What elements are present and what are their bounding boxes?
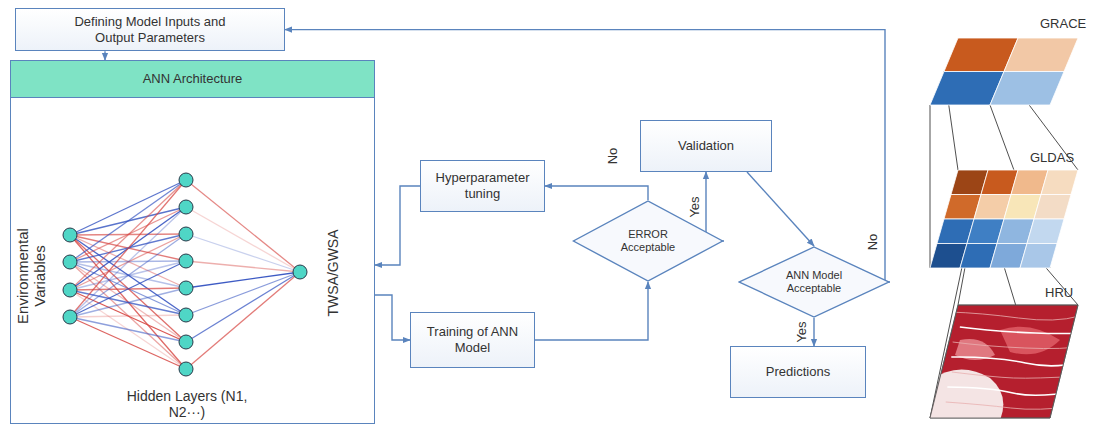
box-text: Training of ANN Model xyxy=(420,324,525,355)
flow-arrow xyxy=(706,172,724,241)
panel-title: ANN Architecture xyxy=(143,71,243,87)
network-link xyxy=(70,180,186,235)
network-link xyxy=(186,272,300,315)
network-link xyxy=(186,234,300,272)
network-link xyxy=(70,180,186,262)
network-link xyxy=(70,317,186,369)
edge-label: No xyxy=(605,147,620,166)
network-illustration xyxy=(63,173,307,376)
flow-arrow xyxy=(375,295,410,340)
decision-text: ANN Model Acceptable xyxy=(778,269,850,295)
box-text: Hyperparameter tuning xyxy=(430,170,535,201)
neuron xyxy=(63,310,77,324)
network-link xyxy=(186,272,300,342)
flow-arrow xyxy=(747,172,814,246)
flow-arrow xyxy=(535,282,648,340)
edge-label: Yes xyxy=(794,320,809,343)
process-box: Training of ANN Model xyxy=(410,312,535,368)
layer-name: HRU xyxy=(1045,285,1073,300)
output-label: TWSA/GWSA xyxy=(325,213,341,333)
network-link xyxy=(186,272,300,369)
flow-arrow xyxy=(813,318,814,346)
network-link xyxy=(70,235,186,369)
flow-arrow xyxy=(545,186,648,200)
network-link xyxy=(70,261,186,317)
box-text: Defining Model Inputs and Output Paramet… xyxy=(55,14,245,45)
network-link xyxy=(70,288,186,317)
layer-label: Hidden Layers (N1, N2···) xyxy=(107,388,267,420)
network-link xyxy=(186,261,300,272)
neuron xyxy=(179,362,193,376)
layer-name: GRACE xyxy=(1040,16,1086,31)
panel-header: ANN Architecture xyxy=(11,61,374,98)
process-box: Defining Model Inputs and Output Paramet… xyxy=(15,8,285,51)
network-link xyxy=(70,290,186,342)
edge-label: Yes xyxy=(687,195,702,218)
process-box: Predictions xyxy=(730,346,866,398)
flow-arrow xyxy=(104,51,105,60)
neuron xyxy=(179,173,193,187)
projection-line xyxy=(930,105,931,268)
grace-grid xyxy=(930,38,1078,105)
network-link xyxy=(70,235,186,342)
neuron xyxy=(179,227,193,241)
axis-label: Environmental Variables xyxy=(14,221,49,331)
neuron xyxy=(179,308,193,322)
flow-arrow xyxy=(375,186,420,265)
process-box: Validation xyxy=(640,120,772,172)
gldas-grid xyxy=(930,170,1078,268)
flow-arrow xyxy=(285,30,890,282)
neuron xyxy=(63,283,77,297)
architecture-panel: ANN ArchitectureEnvironmental VariablesH… xyxy=(10,60,375,424)
neuron xyxy=(63,228,77,242)
box-text: Predictions xyxy=(766,364,830,380)
network-link xyxy=(186,180,300,272)
network-link xyxy=(186,207,300,272)
network-link xyxy=(70,234,186,317)
neuron xyxy=(179,254,193,268)
neuron xyxy=(293,265,307,279)
network-link xyxy=(70,180,186,290)
process-box: Hyperparameter tuning xyxy=(420,160,545,212)
neuron xyxy=(179,281,193,295)
neuron xyxy=(179,335,193,349)
layer-name: GLDAS xyxy=(1030,150,1074,165)
edge-label: No xyxy=(865,233,880,252)
network-link xyxy=(186,272,300,288)
network-link xyxy=(70,180,186,317)
network-link xyxy=(70,317,186,342)
network-link xyxy=(70,207,186,317)
hru-map xyxy=(925,305,1090,420)
neuron xyxy=(179,200,193,214)
neuron xyxy=(63,255,77,269)
layer-stack-illustration xyxy=(925,38,1090,420)
box-text: Validation xyxy=(678,138,734,154)
decision-diamond: ANN Model Acceptable xyxy=(738,246,890,318)
network-link xyxy=(70,315,186,317)
decision-text: ERROR Acceptable xyxy=(612,228,684,254)
